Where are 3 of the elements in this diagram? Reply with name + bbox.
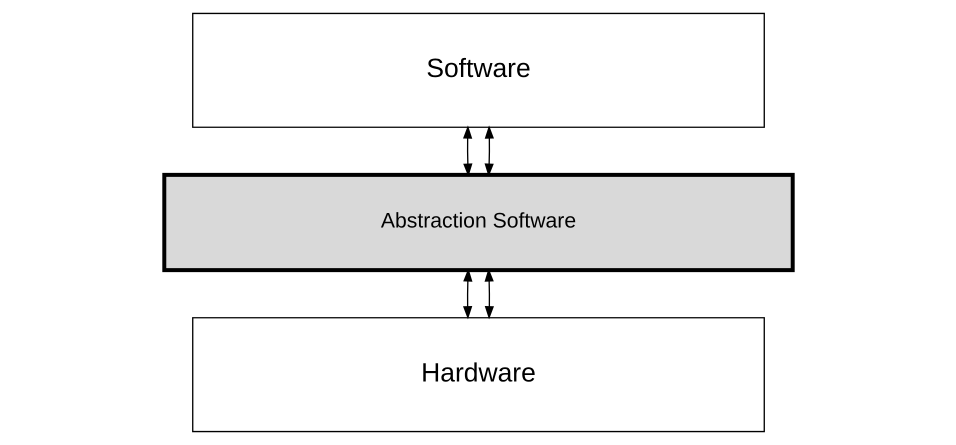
node-box: Software	[192, 12, 764, 128]
node-box: Hardware	[192, 317, 764, 432]
node-box: Abstraction Software	[162, 172, 794, 272]
